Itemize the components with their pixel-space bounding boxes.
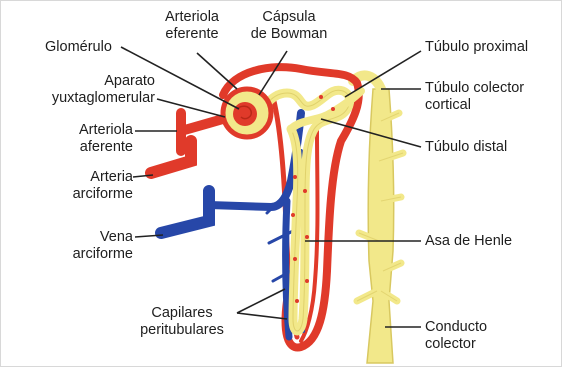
leader-arteriola-eferente [197, 53, 237, 89]
label-arteriola-eferente: Arteriola eferente [147, 9, 237, 43]
label-conducto-line2: colector [425, 336, 487, 353]
label-asa-henle: Asa de Henle [425, 233, 512, 250]
label-tubulo-colector-line2: cortical [425, 97, 524, 114]
label-capilares-line2: peritubulares [127, 322, 237, 339]
label-capsula-bowman: Cápsula de Bowman [241, 9, 337, 43]
label-arteriola-aferente: Arteriola aferente [59, 122, 133, 156]
label-conducto-colector: Conducto colector [425, 319, 487, 353]
label-capsula-line2: de Bowman [241, 26, 337, 43]
label-aparato-yuxtaglomerular: Aparato yuxtaglomerular [19, 73, 155, 107]
label-capilares-peritubulares: Capilares peritubulares [127, 305, 237, 339]
leader-capilares-a [237, 289, 285, 313]
label-arteria-line2: arciforme [59, 186, 133, 203]
bowman-capsule [223, 89, 271, 137]
collecting-duct [353, 75, 403, 363]
leader-aparato [157, 99, 225, 117]
label-vena-line2: arciforme [59, 246, 133, 263]
label-arteria-line1: Arteria [59, 169, 133, 186]
label-vena-line1: Vena [59, 229, 133, 246]
label-vena-arciforme: Vena arciforme [59, 229, 133, 263]
leader-capsula [259, 51, 287, 95]
label-arteriola-aferente-line2: aferente [59, 139, 133, 156]
label-arteriola-aferente-line1: Arteriola [59, 122, 133, 139]
label-capilares-line1: Capilares [127, 305, 237, 322]
label-arteriola-eferente-line1: Arteriola [147, 9, 237, 26]
label-arteriola-eferente-line2: eferente [147, 26, 237, 43]
label-glomerulo: Glomérulo [45, 39, 112, 56]
label-tubulo-colector-line1: Túbulo colector [425, 80, 524, 97]
label-tubulo-proximal: Túbulo proximal [425, 39, 528, 56]
label-conducto-line1: Conducto [425, 319, 487, 336]
label-aparato-line2: yuxtaglomerular [19, 90, 155, 107]
label-tubulo-colector-cortical: Túbulo colector cortical [425, 80, 524, 114]
leader-capilares-b [237, 313, 287, 319]
label-aparato-line1: Aparato [19, 73, 155, 90]
label-arteria-arciforme: Arteria arciforme [59, 169, 133, 203]
label-tubulo-distal: Túbulo distal [425, 139, 507, 156]
label-capsula-line1: Cápsula [241, 9, 337, 26]
